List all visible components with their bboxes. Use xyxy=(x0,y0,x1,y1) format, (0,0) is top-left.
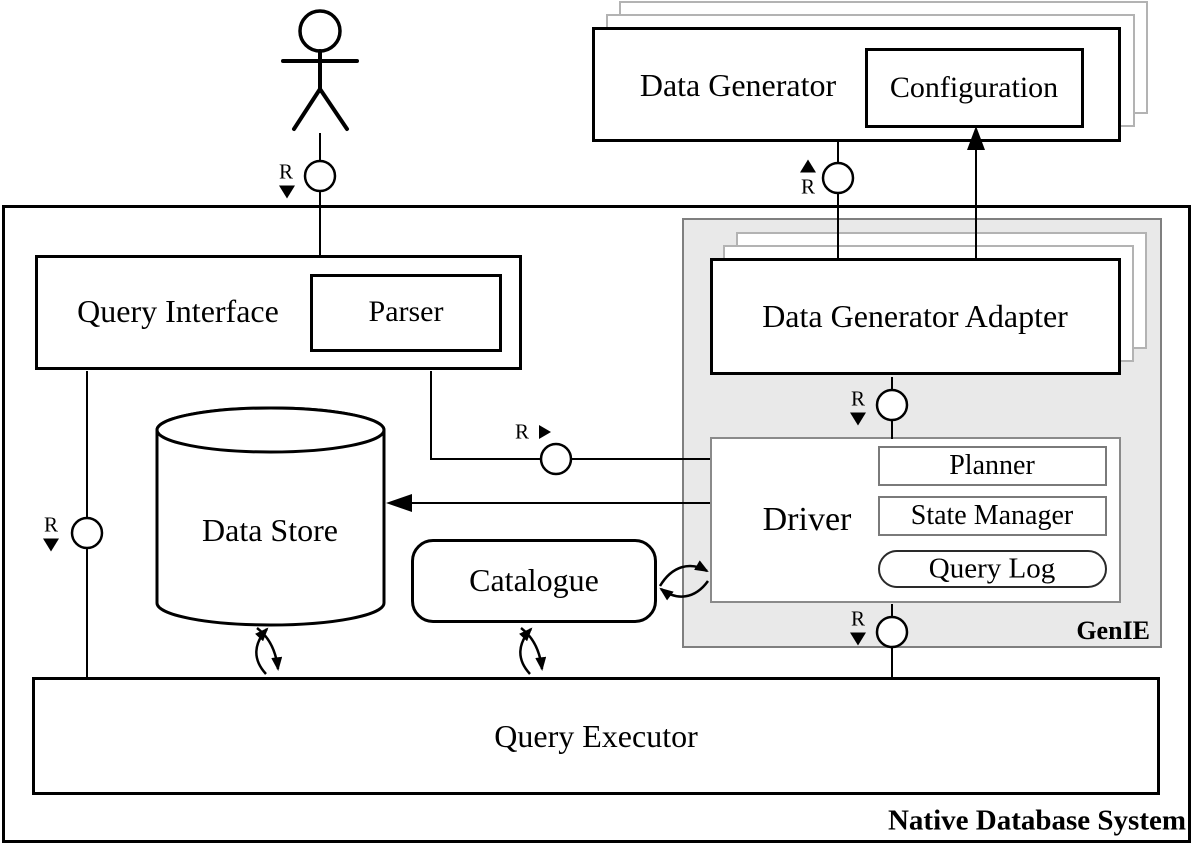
r-label-parser-driver: R xyxy=(514,419,530,444)
parser-label: Parser xyxy=(368,295,444,328)
catalogue-label: Catalogue xyxy=(469,562,599,598)
query-interface-label: Query Interface xyxy=(77,293,279,329)
data-store-label: Data Store xyxy=(202,512,338,548)
catalogue-box xyxy=(411,539,657,623)
query-executor-label: Query Executor xyxy=(494,718,698,754)
query-log-label: Query Log xyxy=(928,552,1056,585)
configuration-label: Configuration xyxy=(889,71,1059,104)
down-triangle-icon xyxy=(43,538,59,552)
configuration-box xyxy=(865,48,1084,128)
interface-circle xyxy=(303,159,337,193)
right-triangle-icon xyxy=(539,425,551,439)
native-database-system-box xyxy=(2,205,1191,843)
driver-label: Driver xyxy=(762,501,852,538)
r-label-actor: R xyxy=(278,159,294,184)
data-generator-label: Data Generator xyxy=(639,67,837,103)
native-database-system-label: Native Database System xyxy=(887,804,1186,837)
genie-label: GenIE xyxy=(1076,616,1150,645)
state-manager-box xyxy=(878,496,1107,536)
planner-label: Planner xyxy=(949,450,1035,481)
planner-box xyxy=(878,446,1107,486)
r-label-driver-executor: R xyxy=(850,606,866,631)
r-label-data-generator: R xyxy=(800,174,816,199)
down-triangle-icon xyxy=(850,412,866,426)
r-label-adapter-driver: R xyxy=(850,386,866,411)
down-triangle-icon xyxy=(850,632,866,646)
parser-box xyxy=(310,274,502,352)
up-triangle-icon xyxy=(800,159,816,173)
state-manager-label: State Manager xyxy=(910,500,1074,531)
interface-circle xyxy=(821,161,855,195)
data-generator-adapter-label: Data Generator Adapter xyxy=(762,298,1068,334)
data-generator-adapter-box xyxy=(710,258,1121,375)
r-label-interface-executor: R xyxy=(43,512,59,537)
query-executor-box xyxy=(32,677,1160,795)
down-triangle-icon xyxy=(279,185,295,199)
query-log-box xyxy=(878,550,1107,588)
actor-icon xyxy=(281,9,359,131)
